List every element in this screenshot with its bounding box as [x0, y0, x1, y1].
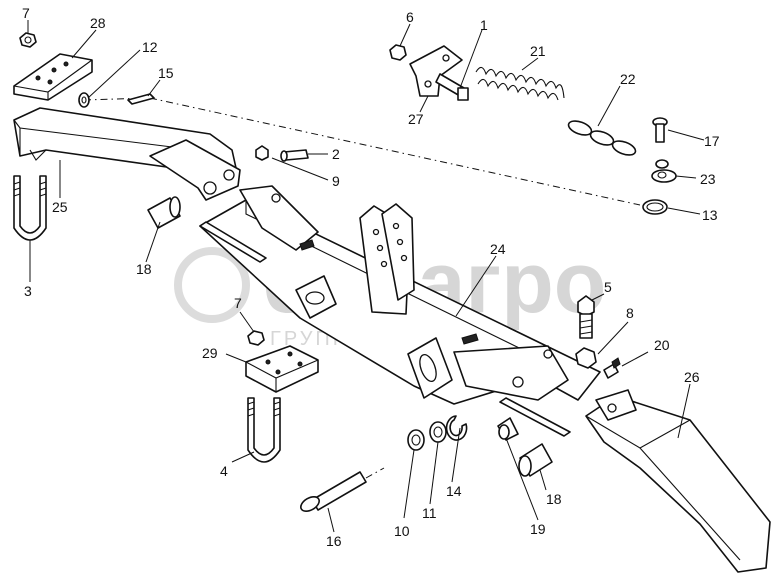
part-1-bolt — [435, 73, 469, 101]
part-26-right-beam — [585, 389, 771, 573]
callout-2: 2 — [332, 146, 340, 162]
callout-20: 20 — [654, 337, 670, 353]
part-4-u-bolt — [247, 397, 281, 463]
part-19-bushing — [497, 417, 519, 441]
callout-28: 28 — [90, 15, 106, 31]
part-23-collar — [651, 159, 677, 183]
part-8-nut — [575, 347, 597, 369]
part-2-bolt — [280, 149, 309, 162]
part-7-nut-lower — [247, 330, 265, 346]
callout-7-top: 7 — [22, 5, 30, 21]
part-22-chain — [567, 120, 637, 156]
callout-19: 19 — [530, 521, 546, 537]
part-20-grease-fitting — [603, 357, 621, 379]
part-14-snap-ring — [445, 415, 468, 441]
callout-29: 29 — [202, 345, 218, 361]
callout-11: 11 — [422, 505, 437, 521]
part-9-nut — [255, 145, 269, 161]
callout-6: 6 — [406, 9, 414, 25]
callout-3: 3 — [24, 283, 32, 299]
part-27-bracket — [409, 45, 463, 97]
part-11-washer — [429, 421, 447, 443]
callout-25: 25 — [52, 199, 68, 215]
part-18-bushing-lower — [518, 443, 553, 477]
callout-12: 12 — [142, 39, 158, 55]
callout-13: 13 — [702, 207, 718, 223]
callout-21: 21 — [530, 43, 546, 59]
callout-1: 1 — [480, 17, 488, 33]
bar-upper — [199, 221, 267, 263]
part-16-pin — [300, 467, 385, 513]
part-12-washer — [78, 92, 90, 108]
leader-lines — [27, 20, 705, 533]
part-10-washer — [407, 429, 425, 451]
part-13-ring — [642, 199, 668, 215]
callout-5: 5 — [604, 279, 612, 295]
callout-10: 10 — [394, 523, 410, 539]
part-29-plate — [245, 345, 319, 393]
callout-4: 4 — [220, 463, 228, 479]
callout-14: 14 — [446, 483, 462, 499]
callout-8: 8 — [626, 305, 634, 321]
callout-18-lower: 18 — [546, 491, 562, 507]
part-18-bushing-upper — [147, 196, 181, 229]
callout-labels: 7 28 12 15 6 1 21 22 27 2 9 17 23 13 25 … — [22, 5, 720, 549]
callout-7-lower: 7 — [234, 295, 242, 311]
callout-18-upper: 18 — [136, 261, 152, 277]
part-24-main-frame — [199, 185, 601, 405]
part-5-bolt — [577, 295, 595, 339]
part-25-left-beam — [13, 107, 241, 201]
callout-27: 27 — [408, 111, 424, 127]
callout-17: 17 — [704, 133, 720, 149]
part-17-pin — [652, 117, 668, 143]
callout-16: 16 — [326, 533, 342, 549]
part-7-nut-top — [19, 32, 37, 48]
callout-23: 23 — [700, 171, 716, 187]
part-28-plate — [13, 53, 93, 101]
callout-9: 9 — [332, 173, 340, 189]
callout-22: 22 — [620, 71, 636, 87]
part-15-key — [127, 93, 155, 105]
part-3-u-bolt — [13, 175, 47, 241]
callout-24: 24 — [490, 241, 506, 257]
part-6-nut — [389, 44, 407, 61]
callout-15: 15 — [158, 65, 174, 81]
bar-lower — [499, 397, 571, 437]
part-21-spring — [475, 66, 565, 101]
callout-26: 26 — [684, 369, 700, 385]
